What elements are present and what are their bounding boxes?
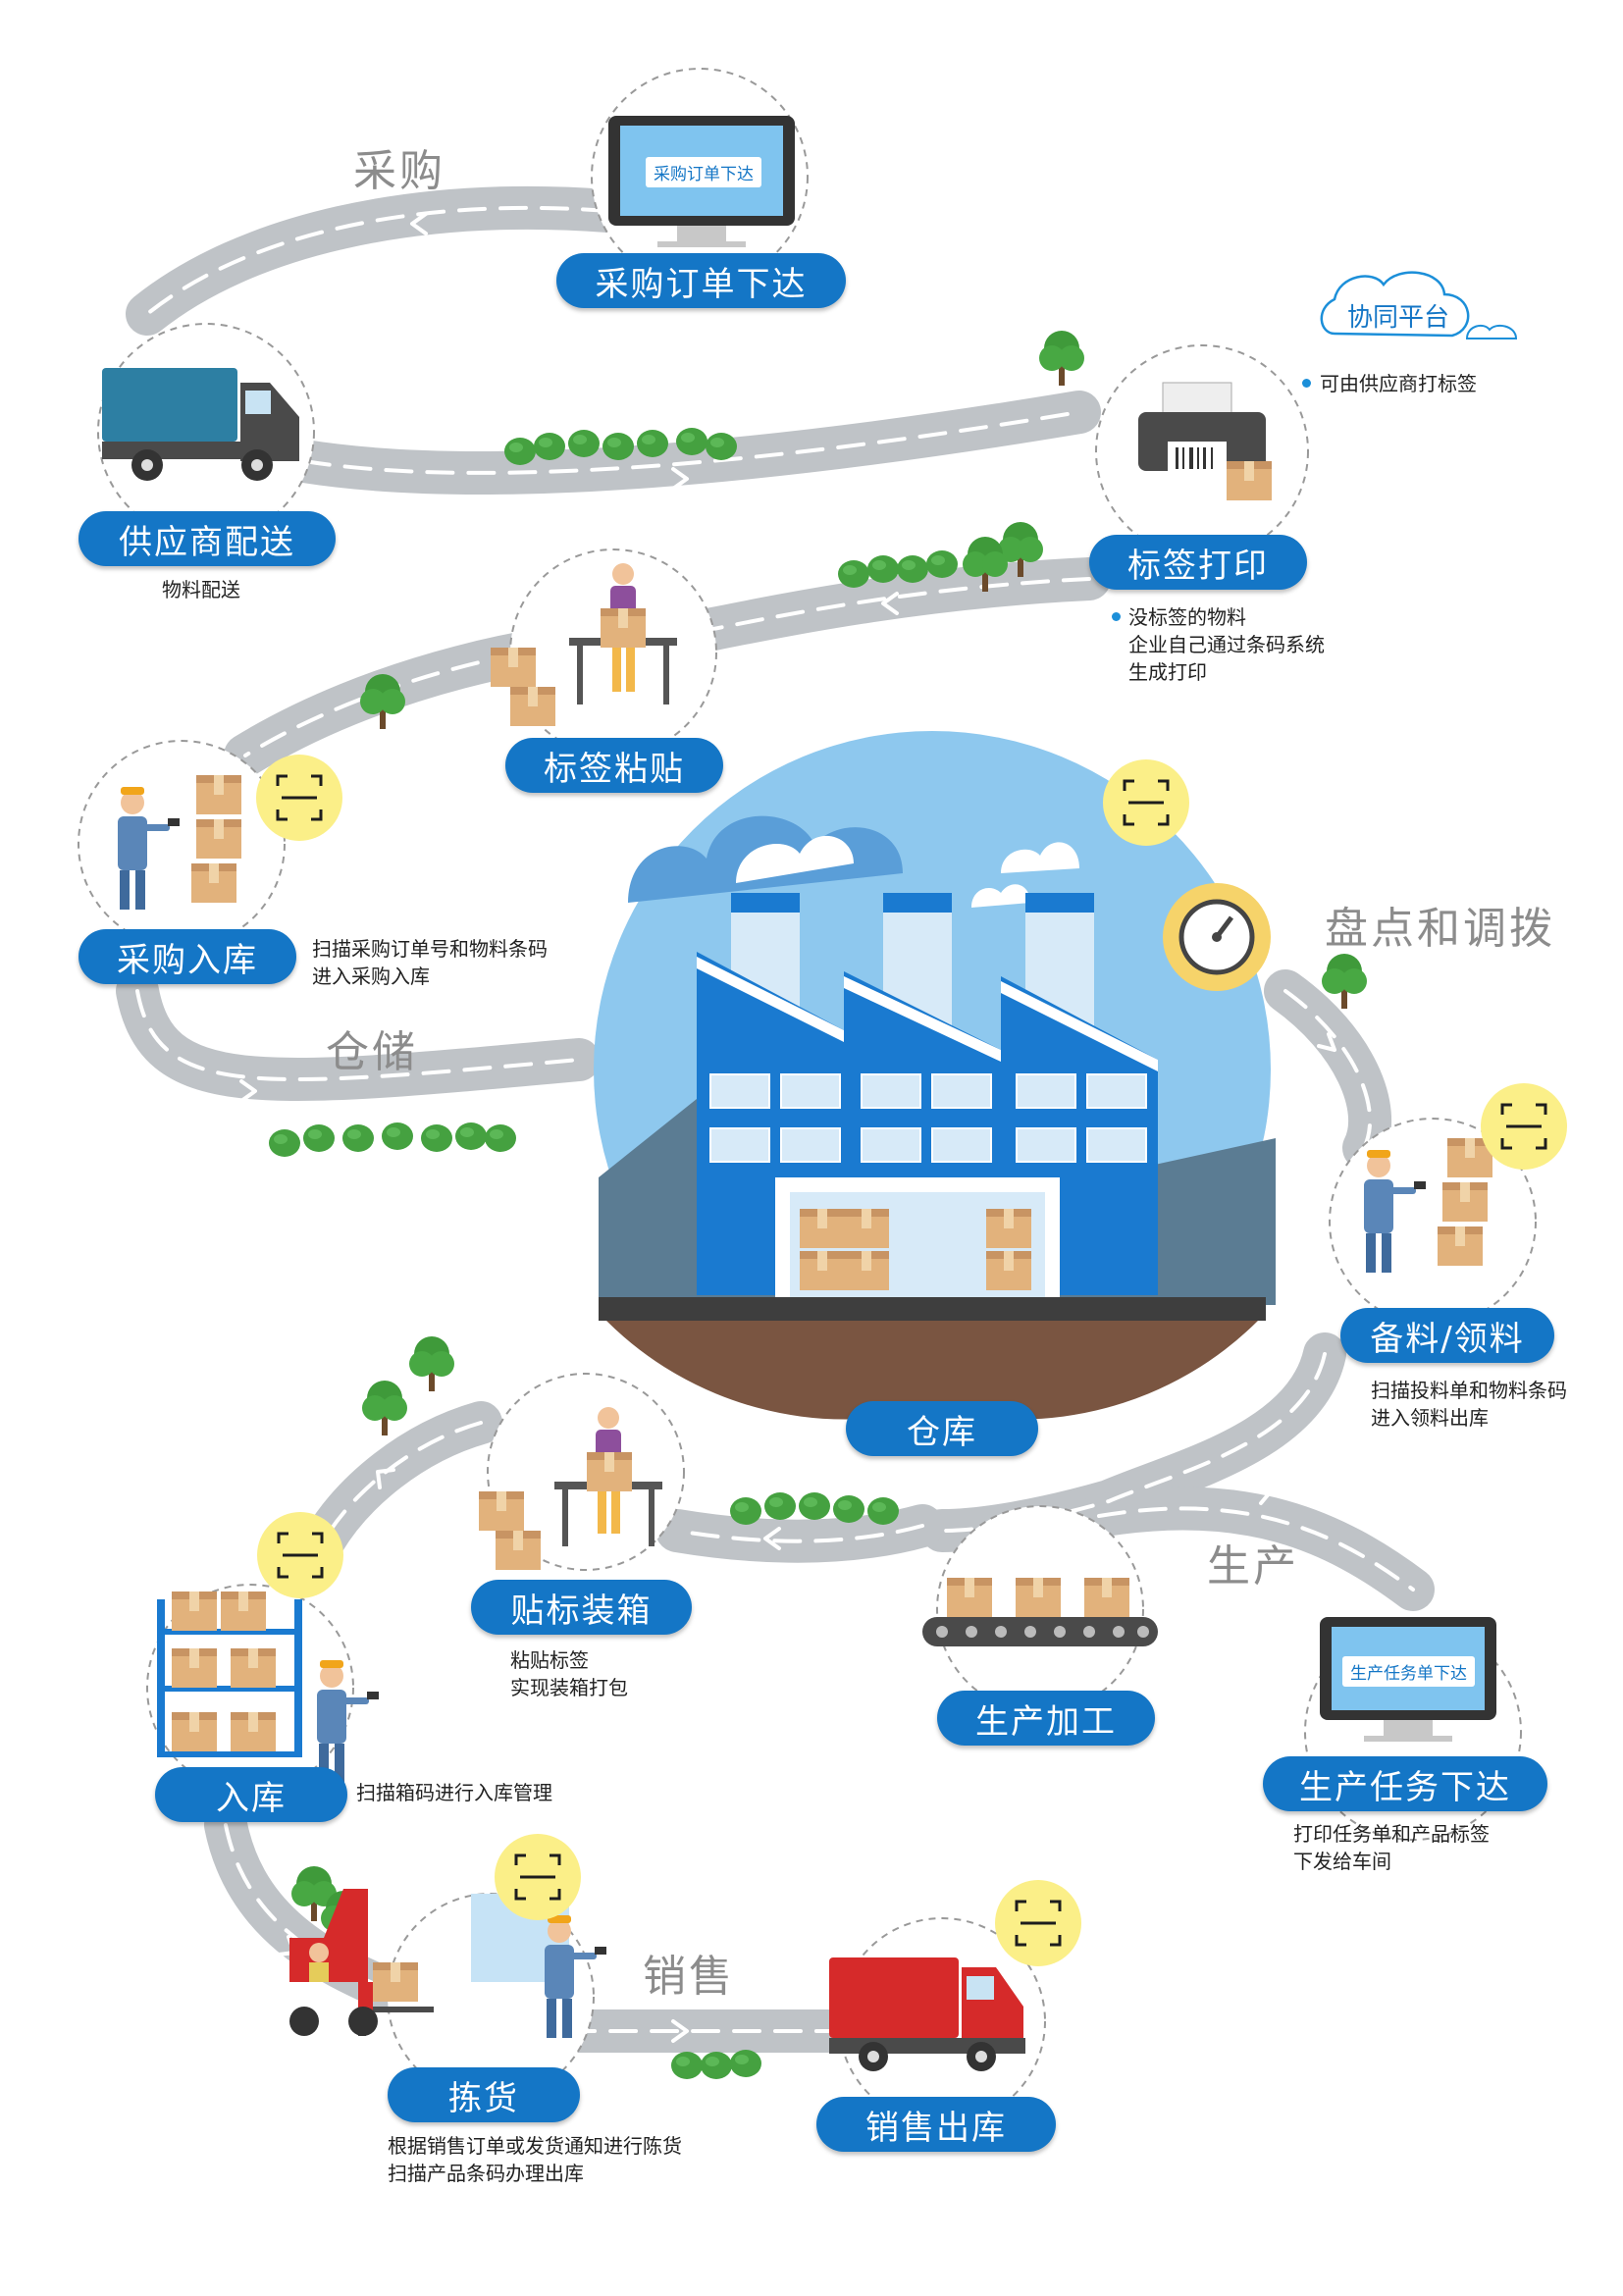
node-task-issue[interactable]: 生产任务下达 — [1263, 1756, 1547, 1811]
node-prep-pick[interactable]: 备料/领料 — [1340, 1308, 1554, 1363]
node-production-process[interactable]: 生产加工 — [937, 1691, 1155, 1746]
node-label-pack[interactable]: 贴标装箱 — [471, 1580, 692, 1635]
node-picking[interactable]: 拣货 — [388, 2067, 580, 2122]
node-po-issue[interactable]: 采购订单下达 — [556, 253, 846, 308]
desc-picking: 根据销售订单或发货通知进行陈货 扫描产品条码办理出库 — [388, 2134, 682, 2185]
worker-icon — [491, 563, 677, 726]
cloud-label: 协同平台 — [1347, 303, 1450, 333]
task-screen-text: 生产任务单下达 — [1342, 1656, 1475, 1687]
desc-label-print: 没标签的物料 企业自己通过条码系统 生成打印 — [1128, 605, 1325, 684]
truck-icon — [829, 1878, 1083, 2071]
desc-supplier-delivery: 物料配送 — [162, 578, 240, 601]
desc-prep-pick: 扫描投料单和物料条码 进入领料出库 — [1371, 1379, 1567, 1430]
desc-task-issue: 打印任务单和产品标签 下发给车间 — [1293, 1822, 1490, 1873]
gauge-icon — [1163, 883, 1271, 991]
bullet-dot — [1302, 379, 1311, 388]
scan-icon — [1101, 757, 1191, 848]
node-purchase-inbound[interactable]: 采购入库 — [79, 929, 296, 984]
bullet-dot — [1112, 612, 1121, 621]
factory-icon — [594, 731, 1276, 1420]
node-inbound[interactable]: 入库 — [155, 1767, 347, 1822]
po-screen-text: 采购订单下达 — [646, 157, 761, 187]
node-warehouse[interactable]: 仓库 — [846, 1401, 1038, 1456]
node-supplier-delivery[interactable]: 供应商配送 — [79, 511, 336, 566]
printer-icon — [1138, 382, 1272, 500]
desc-purchase-inbound: 扫描采购订单号和物料条码 进入采购入库 — [312, 937, 548, 988]
node-label-stick[interactable]: 标签粘贴 — [505, 738, 723, 793]
shelf-icon — [157, 1510, 379, 1783]
phase-production: 生产 — [1207, 1541, 1299, 1592]
desc-cloud-note: 可由供应商打标签 — [1320, 372, 1477, 395]
truck-icon — [102, 368, 299, 481]
forklift-icon — [289, 1832, 606, 2038]
phase-inventory: 盘点和调拨 — [1325, 904, 1555, 954]
phase-storage: 仓储 — [326, 1027, 418, 1077]
phase-sales: 销售 — [643, 1952, 735, 2002]
cloud-icon — [1320, 271, 1518, 339]
desc-inbound: 扫描箱码进行入库管理 — [356, 1781, 552, 1804]
worker-icon — [479, 1407, 662, 1570]
phase-purchase: 采购 — [353, 146, 445, 196]
node-label-print[interactable]: 标签打印 — [1089, 535, 1307, 590]
node-sales-outbound[interactable]: 销售出库 — [816, 2097, 1056, 2152]
conveyor-icon — [922, 1578, 1158, 1646]
desc-label-pack: 粘贴标签 实现装箱打包 — [510, 1648, 628, 1699]
